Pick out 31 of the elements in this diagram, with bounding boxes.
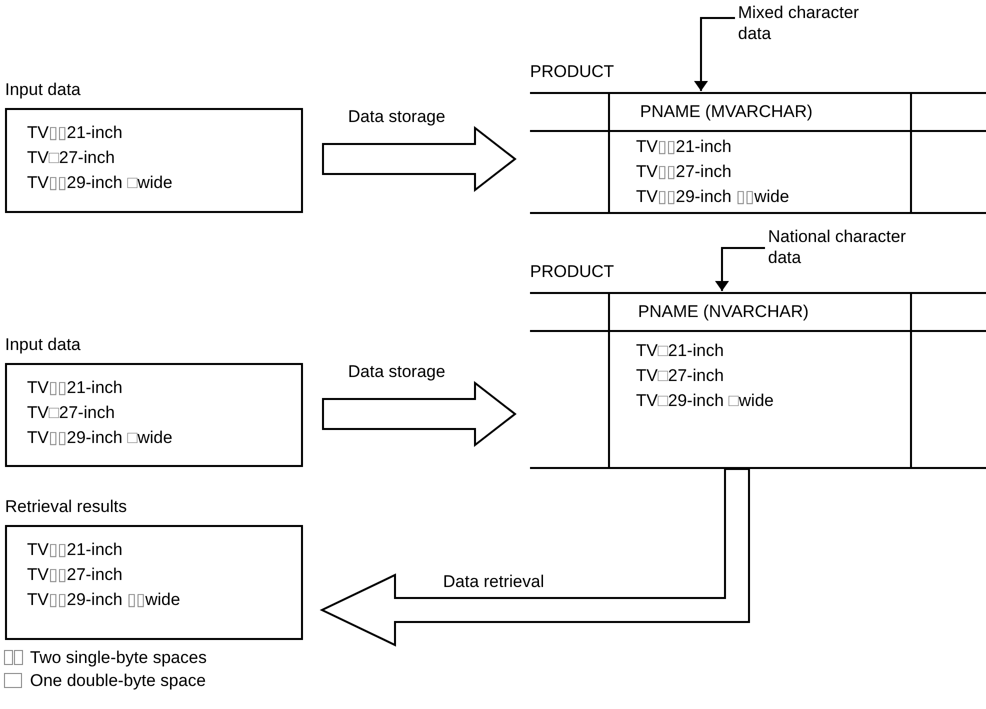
data-line: TV▯▯21-inch (636, 136, 732, 158)
data-line: TV▯▯29-inch □wide (27, 427, 174, 449)
table-name: PRODUCT (530, 262, 614, 282)
data-line: TV▯▯29-inch ▯▯wide (636, 186, 790, 208)
section-heading: Retrieval results (5, 497, 127, 517)
block-arrow (322, 380, 517, 448)
data-line: TV▯▯27-inch (27, 564, 124, 586)
data-line: TV▯▯29-inch □wide (27, 172, 174, 194)
column-header: PNAME (MVARCHAR) (608, 92, 910, 130)
section-heading: Input data (5, 80, 81, 100)
data-line: TV▯▯21-inch (27, 539, 124, 561)
block-arrow (322, 126, 517, 192)
data-line: TV▯▯27-inch (636, 161, 732, 183)
data-line: TV▯▯21-inch (27, 122, 124, 144)
data-line: TV□27-inch (27, 402, 116, 424)
legend-text: One double-byte space (30, 671, 206, 690)
data-line: TV□27-inch (636, 365, 725, 387)
data-line: TV□21-inch (636, 340, 725, 362)
data-line: TV▯▯29-inch ▯▯wide (27, 589, 182, 611)
table-name: PRODUCT (530, 62, 614, 82)
leader-arrow (715, 247, 765, 291)
legend-text: Two single-byte spaces (30, 648, 207, 667)
callout-text: National character data (768, 226, 908, 268)
data-line: TV▯▯21-inch (27, 377, 124, 399)
column-header: PNAME (NVARCHAR) (608, 292, 910, 330)
section-heading: Input data (5, 335, 81, 355)
block-arrow (320, 468, 750, 647)
leader-arrow (694, 17, 735, 91)
data-line: TV□27-inch (27, 147, 116, 169)
data-line: TV□29-inch □wide (636, 390, 775, 412)
callout-text: Mixed character data (738, 2, 888, 44)
